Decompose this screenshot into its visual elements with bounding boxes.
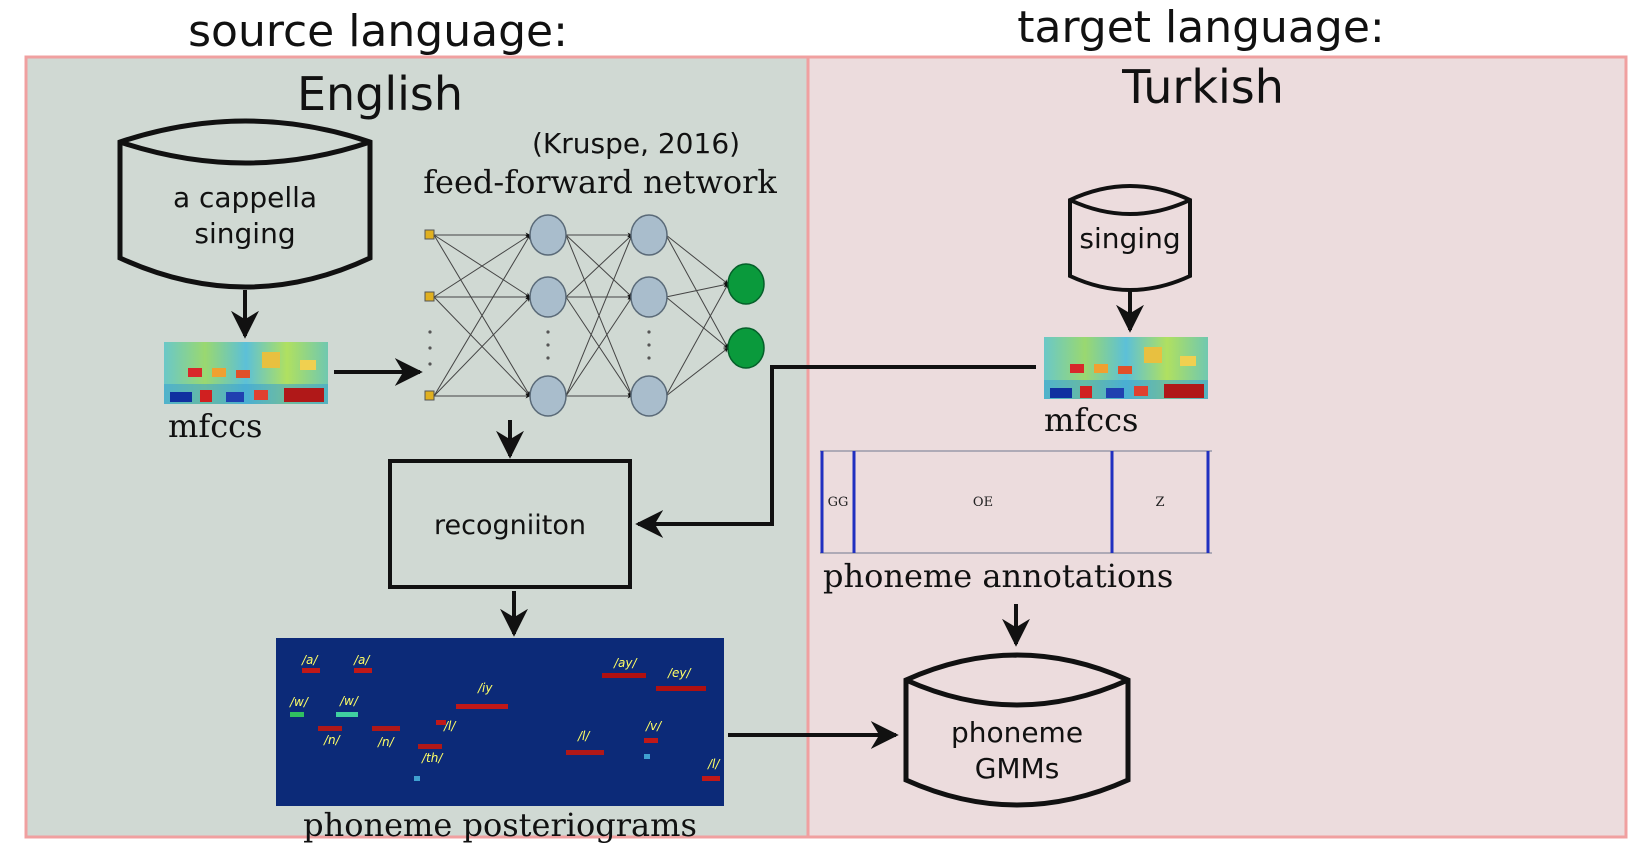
arrow-target-mfcc-to-recognition (635, 365, 1036, 538)
target-heading: target language: (1017, 2, 1384, 53)
phoneme-tag-10: /th/ (421, 751, 444, 765)
mfccs-source-label: mfccs (168, 407, 262, 445)
a-cappella-line1: a cappella (173, 181, 317, 214)
recognition-box (388, 459, 632, 589)
mfccs-target-label: mfccs (1044, 401, 1138, 439)
posteriogram-label: phoneme posteriograms (303, 806, 697, 844)
gmm-line2: GMMs (975, 752, 1060, 785)
recognition-label: recogniiton (434, 510, 586, 541)
annotation-segment-0: GG (828, 495, 849, 510)
annotations-label: phoneme annotations (823, 557, 1173, 595)
citation-label: (Kruspe, 2016) (532, 127, 740, 160)
output-nodes (727, 263, 765, 369)
mfcc-target-image (1044, 337, 1208, 399)
phoneme-tag-11: /l/ (577, 729, 591, 743)
phoneme-tag-13: /l/ (707, 757, 721, 771)
network-label: feed-forward network (423, 163, 777, 201)
target-language-label: Turkish (1121, 60, 1284, 114)
phoneme-tag-4: /w/ (289, 695, 310, 709)
mfcc-source-image (164, 342, 328, 404)
phoneme-tag-9: /l/ (443, 719, 457, 733)
singing-database-icon (1068, 184, 1192, 292)
phoneme-tag-6: /iy (477, 681, 493, 695)
source-heading: source language: (188, 6, 568, 57)
phoneme-tag-0: /a/ (301, 653, 319, 667)
network-connections (433, 232, 729, 399)
annotation-segment-2: Z (1155, 495, 1164, 510)
phoneme-gmm-database-icon (903, 652, 1131, 808)
gmm-line1: phoneme (951, 716, 1083, 749)
source-language-label: English (297, 67, 463, 121)
phoneme-tag-7: /n/ (323, 733, 342, 747)
phoneme-tag-5: /w/ (339, 694, 360, 708)
posteriogram-image (276, 638, 724, 806)
annotation-segment-1: OE (973, 495, 993, 510)
a-cappella-database-icon (117, 118, 373, 290)
phoneme-tag-2: /ay/ (613, 656, 638, 670)
phoneme-tag-8: /n/ (377, 735, 396, 749)
input-nodes (424, 229, 435, 401)
singing-label: singing (1079, 222, 1180, 255)
ellipsis-dots (428, 330, 651, 366)
hidden-nodes (529, 214, 668, 417)
annotation-strip (820, 450, 1212, 554)
a-cappella-line2: singing (194, 217, 295, 250)
phoneme-tag-3: /ey/ (667, 666, 693, 680)
phoneme-tag-1: /a/ (353, 653, 371, 667)
phoneme-tag-12: /v/ (645, 719, 663, 733)
